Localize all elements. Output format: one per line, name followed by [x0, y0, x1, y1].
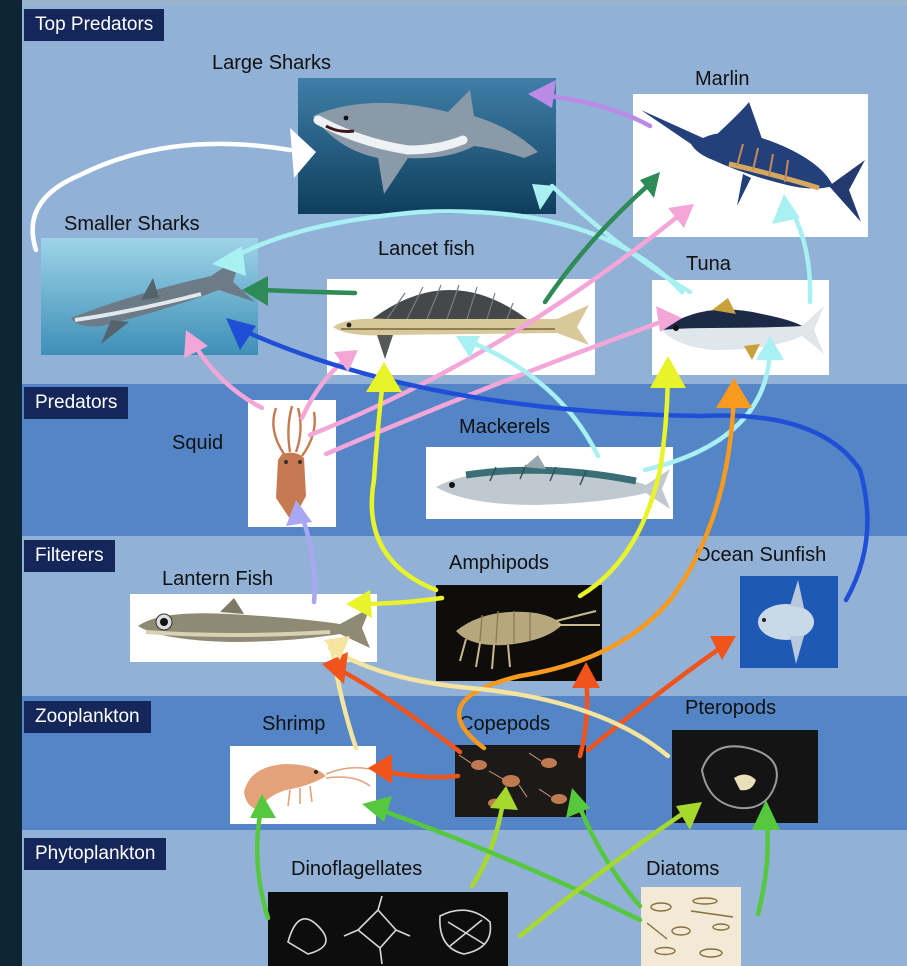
- tuna-photo: [652, 280, 829, 375]
- smaller-shark-photo: [41, 238, 258, 355]
- label-large-sharks: Large Sharks: [212, 52, 331, 75]
- large-shark-photo: [298, 78, 556, 214]
- label-tuna: Tuna: [686, 253, 731, 276]
- lancet-fish-photo: [327, 279, 595, 375]
- tier-label-top-predators: Top Predators: [24, 9, 164, 41]
- marlin-photo: [633, 94, 868, 237]
- dinoflagellate-photo: [268, 892, 508, 966]
- label-ocean-sunfish: Ocean Sunfish: [695, 544, 826, 567]
- squid-photo: [248, 400, 336, 527]
- label-copepods: Copepods: [459, 713, 550, 736]
- copepod-photo: [455, 745, 586, 817]
- label-marlin: Marlin: [695, 68, 749, 91]
- label-pteropods: Pteropods: [685, 697, 776, 720]
- left-edge-bar: [0, 0, 22, 966]
- label-dinoflagellates: Dinoflagellates: [291, 858, 422, 881]
- label-lantern-fish: Lantern Fish: [162, 568, 273, 591]
- mackerel-photo: [426, 447, 673, 519]
- label-smaller-sharks: Smaller Sharks: [64, 213, 200, 236]
- tier-label-predators: Predators: [24, 387, 128, 419]
- tier-label-zooplankton: Zooplankton: [24, 701, 151, 733]
- shrimp-photo: [230, 746, 376, 824]
- amphipod-photo: [436, 585, 602, 681]
- label-squid: Squid: [172, 432, 223, 455]
- label-amphipods: Amphipods: [449, 552, 549, 575]
- ocean-sunfish-photo: [740, 576, 838, 668]
- label-diatoms: Diatoms: [646, 858, 719, 881]
- label-mackerels: Mackerels: [459, 416, 550, 439]
- tier-label-phytoplankton: Phytoplankton: [24, 838, 166, 870]
- label-lancet-fish: Lancet fish: [378, 238, 475, 261]
- pteropod-photo: [672, 730, 818, 823]
- diatom-photo: [641, 887, 741, 966]
- tier-label-filterers: Filterers: [24, 540, 115, 572]
- label-shrimp: Shrimp: [262, 713, 325, 736]
- lantern-fish-photo: [130, 594, 377, 662]
